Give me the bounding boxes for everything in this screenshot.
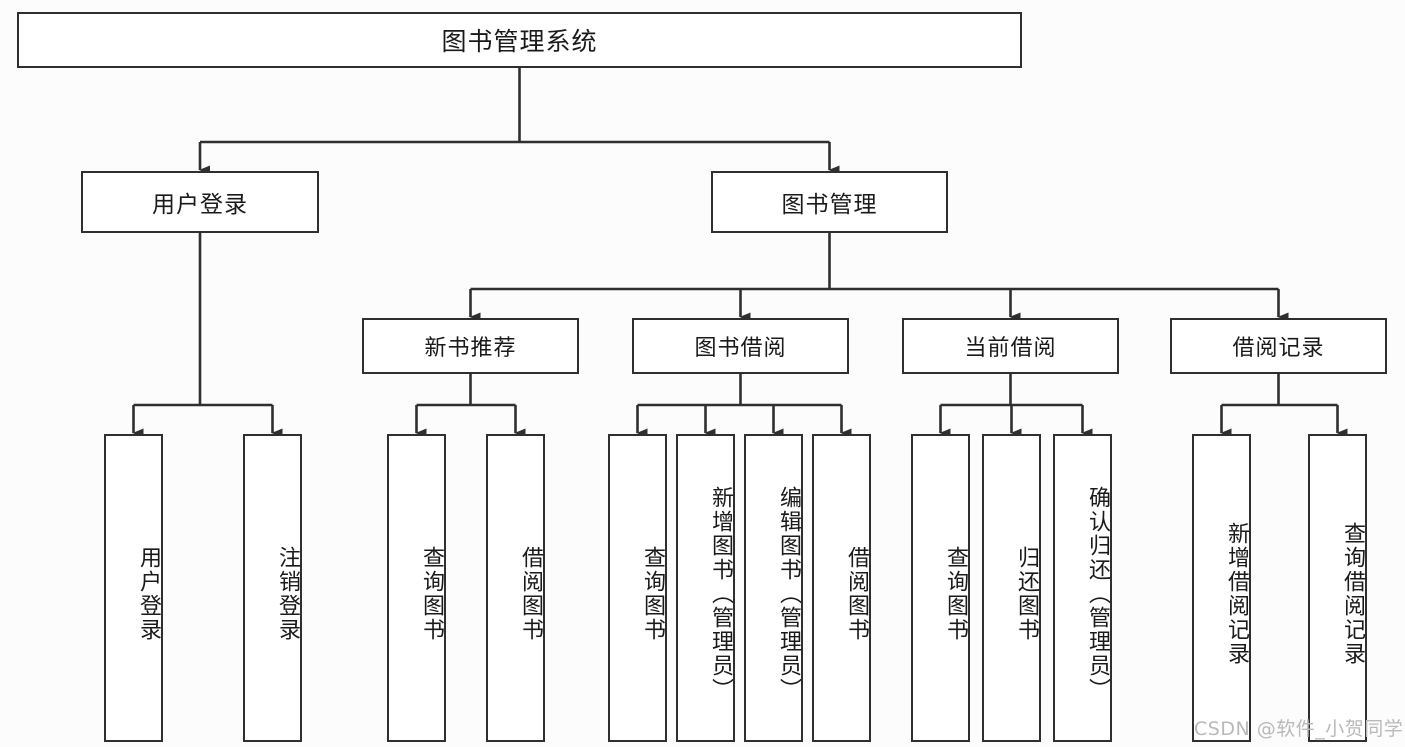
node-leaf-1[interactable]: 用户登录 [104, 434, 163, 742]
node-label: 查询图书 [419, 546, 444, 642]
node-label: 图书管理 [781, 192, 878, 218]
node-label: 图书借阅 [694, 336, 787, 361]
node-current-borrow[interactable]: 当前借阅 [902, 318, 1119, 374]
node-leaf-5[interactable]: 查询图书 [608, 434, 667, 742]
node-label: 查询图书 [640, 546, 665, 642]
node-leaf-13[interactable]: 查询借阅记录 [1308, 434, 1367, 742]
node-label: 借阅记录 [1232, 336, 1325, 361]
node-label: 借阅图书 [844, 546, 869, 642]
node-book-borrow[interactable]: 图书借阅 [632, 318, 849, 374]
node-label: 图书管理系统 [441, 27, 598, 56]
connector-lines [132, 68, 1348, 438]
node-label: 查询图书 [943, 546, 968, 642]
node-label: 编辑图书（管理员） [776, 486, 801, 702]
node-label: 当前借阅 [964, 336, 1057, 361]
node-label: 新增图书（管理员） [708, 486, 733, 702]
node-leaf-8[interactable]: 借阅图书 [812, 434, 871, 742]
node-label: 新增借阅记录 [1224, 522, 1249, 666]
node-borrow-record[interactable]: 借阅记录 [1170, 318, 1387, 374]
node-label: 新书推荐 [424, 336, 517, 361]
node-label: 注销登录 [275, 546, 300, 642]
watermark-label: CSDN @软件_小贺同学 [1194, 718, 1404, 740]
node-book-manage[interactable]: 图书管理 [711, 171, 948, 233]
node-label: 借阅图书 [518, 546, 543, 642]
node-leaf-3[interactable]: 查询图书 [387, 434, 446, 742]
node-leaf-12[interactable]: 新增借阅记录 [1192, 434, 1251, 742]
node-label: 查询借阅记录 [1340, 522, 1365, 666]
node-leaf-2[interactable]: 注销登录 [243, 434, 302, 742]
node-label: 用户登录 [136, 546, 161, 642]
node-user-login[interactable]: 用户登录 [81, 171, 319, 233]
node-leaf-4[interactable]: 借阅图书 [486, 434, 545, 742]
node-leaf-9[interactable]: 查询图书 [911, 434, 970, 742]
node-leaf-11[interactable]: 确认归还（管理员） [1053, 434, 1112, 742]
node-leaf-7[interactable]: 编辑图书（管理员） [744, 434, 803, 742]
node-label: 归还图书 [1014, 546, 1039, 642]
node-leaf-6[interactable]: 新增图书（管理员） [676, 434, 735, 742]
node-root[interactable]: 图书管理系统 [17, 12, 1022, 68]
node-leaf-10[interactable]: 归还图书 [982, 434, 1041, 742]
node-label: 用户登录 [152, 192, 248, 218]
node-new-book-rec[interactable]: 新书推荐 [362, 318, 579, 374]
node-label: 确认归还（管理员） [1085, 486, 1110, 702]
